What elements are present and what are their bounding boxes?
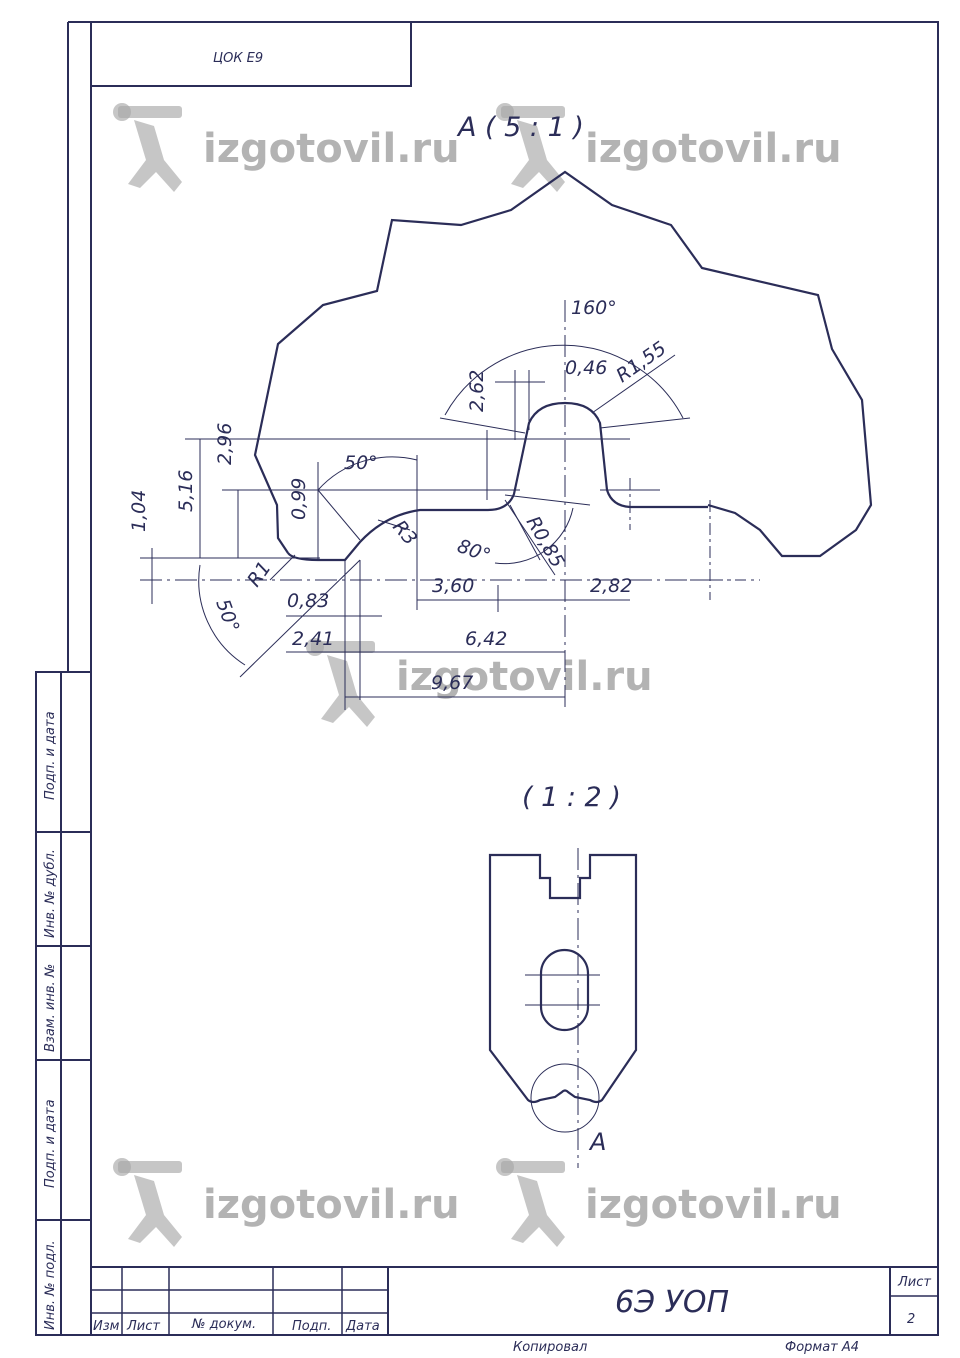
dim-2-96: 2,96 — [214, 423, 236, 465]
tb-col-sign: Подп. — [292, 1319, 331, 1334]
footer-copied: Копировал — [513, 1340, 587, 1355]
watermark-text: izgotovil.ru — [396, 654, 653, 700]
watermark-text: izgotovil.ru — [203, 1182, 460, 1228]
view-scale-title: ( 1 : 2 ) — [522, 782, 621, 813]
detail-break-outline — [253, 170, 873, 558]
dim-0-99: 0,99 — [288, 478, 310, 520]
side-label-repl-inv: Взам. инв. № — [43, 964, 58, 1052]
dim-3-60: 3,60 — [432, 575, 474, 597]
watermark-text: izgotovil.ru — [585, 1182, 842, 1228]
side-label-orig-inv: Инв. № подл. — [43, 1240, 58, 1330]
slot-hole — [539, 948, 590, 1032]
detail-a-circle — [530, 1063, 600, 1133]
detail-dimension-texts: 160° 0,46 R1,55 2,62 2,96 50° 0,99 5,16 … — [128, 297, 670, 694]
dim-50-bottom: 50° — [211, 596, 243, 635]
watermark-figure-icon — [306, 638, 375, 727]
watermark-text: izgotovil.ru — [203, 126, 460, 172]
tb-col-list: Лист — [126, 1319, 160, 1334]
part-outline — [488, 853, 638, 1104]
side-label-sign-date-2: Подп. и дата — [43, 1099, 58, 1188]
dim-2-62: 2,62 — [466, 370, 488, 412]
watermark-figure-icon — [113, 103, 182, 192]
side-stamp — [35, 671, 92, 1336]
dim-r3: R3 — [388, 516, 421, 550]
dim-50-top: 50° — [344, 452, 378, 474]
watermark-figure-icon — [496, 1158, 565, 1247]
tb-sheet-number: 2 — [907, 1312, 915, 1327]
dim-0-83: 0,83 — [287, 590, 329, 612]
dim-160: 160° — [571, 297, 617, 319]
top-box-code: ЦОК Е9 — [213, 51, 263, 66]
side-label-sign-date-1: Подп. и дата — [43, 711, 58, 800]
dim-9-67: 9,67 — [431, 672, 473, 694]
dim-2-41: 2,41 — [292, 628, 334, 650]
dim-r1-55: R1,55 — [612, 337, 670, 387]
detail-centerlines — [140, 300, 760, 712]
dim-1-04: 1,04 — [128, 490, 150, 532]
title-block — [91, 1266, 938, 1335]
detail-dimension-lines — [140, 344, 691, 710]
watermark-text: izgotovil.ru — [585, 126, 842, 172]
dim-r0-85: R0,85 — [522, 513, 569, 572]
tb-col-date: Дата — [345, 1319, 380, 1334]
view-marker-a: А — [588, 1128, 606, 1156]
footer-format: Формат А4 — [785, 1340, 859, 1355]
dim-80: 80° — [454, 535, 493, 567]
tb-designation: 6Э УОП — [615, 1285, 729, 1320]
tb-col-izm: Изм — [93, 1319, 120, 1334]
watermark-logos — [113, 103, 565, 1247]
detail-profile — [287, 401, 708, 562]
view-a-title: А ( 5 : 1 ) — [456, 112, 584, 143]
dim-0-46: 0,46 — [565, 357, 607, 379]
tb-sheet-label: Лист — [897, 1275, 931, 1290]
dim-2-82: 2,82 — [590, 575, 632, 597]
dim-6-42: 6,42 — [465, 628, 507, 650]
dim-r1: R1 — [243, 558, 276, 591]
watermark-figure-icon — [496, 103, 565, 192]
part-overview — [488, 848, 638, 1168]
watermark-figure-icon — [113, 1158, 182, 1247]
tb-col-doc: № докум. — [191, 1317, 256, 1332]
side-label-dup-inv: Инв. № дубл. — [43, 849, 58, 938]
dim-5-16: 5,16 — [175, 470, 197, 512]
